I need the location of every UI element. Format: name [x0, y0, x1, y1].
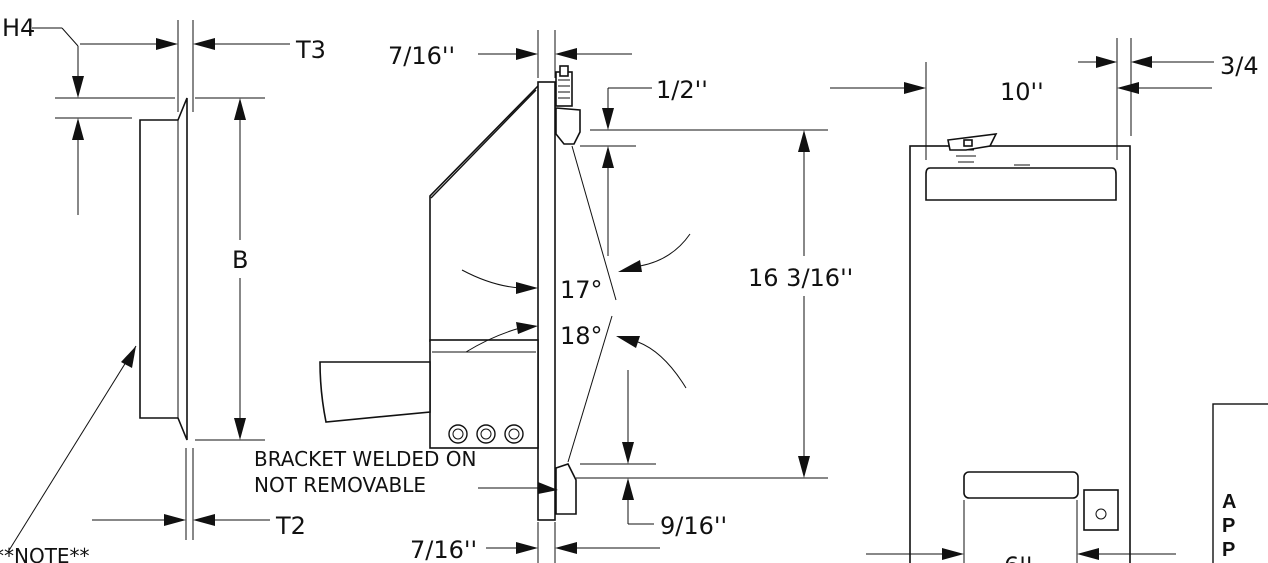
t3-label: T3 — [295, 36, 326, 64]
b-label: B — [232, 246, 248, 274]
stamp-letter-1: A — [1222, 491, 1236, 513]
right-front-view — [830, 38, 1214, 563]
t2-label: T2 — [275, 512, 306, 540]
middle-side-view — [319, 30, 828, 563]
note-label: **NOTE** — [0, 544, 90, 563]
bottom-gap-label: 7/16'' — [410, 536, 477, 563]
bracket-label-line2: NOT REMOVABLE — [254, 473, 426, 497]
angle-18-label: 18° — [560, 322, 603, 350]
bracket-label-line1: BRACKET WELDED ON — [254, 447, 476, 471]
angle-17-label: 17° — [560, 276, 603, 304]
h4-label: H4 — [2, 14, 35, 42]
half-inch-label: 1/2'' — [656, 76, 708, 104]
left-profile-view — [7, 20, 290, 553]
nine-sixteenths-label: 9/16'' — [660, 512, 727, 540]
height-label: 16 3/16'' — [748, 264, 853, 292]
stamp-letter-3: P — [1222, 539, 1235, 561]
approval-stamp: A P P — [1212, 403, 1268, 563]
three-quarter-label: 3/4 — [1220, 52, 1259, 80]
width-label: 10'' — [1000, 78, 1044, 106]
slot-width-label: 6'' — [1004, 552, 1032, 563]
stamp-letter-2: P — [1222, 515, 1235, 537]
fittings — [448, 424, 524, 444]
top-gap-label: 7/16'' — [388, 42, 455, 70]
